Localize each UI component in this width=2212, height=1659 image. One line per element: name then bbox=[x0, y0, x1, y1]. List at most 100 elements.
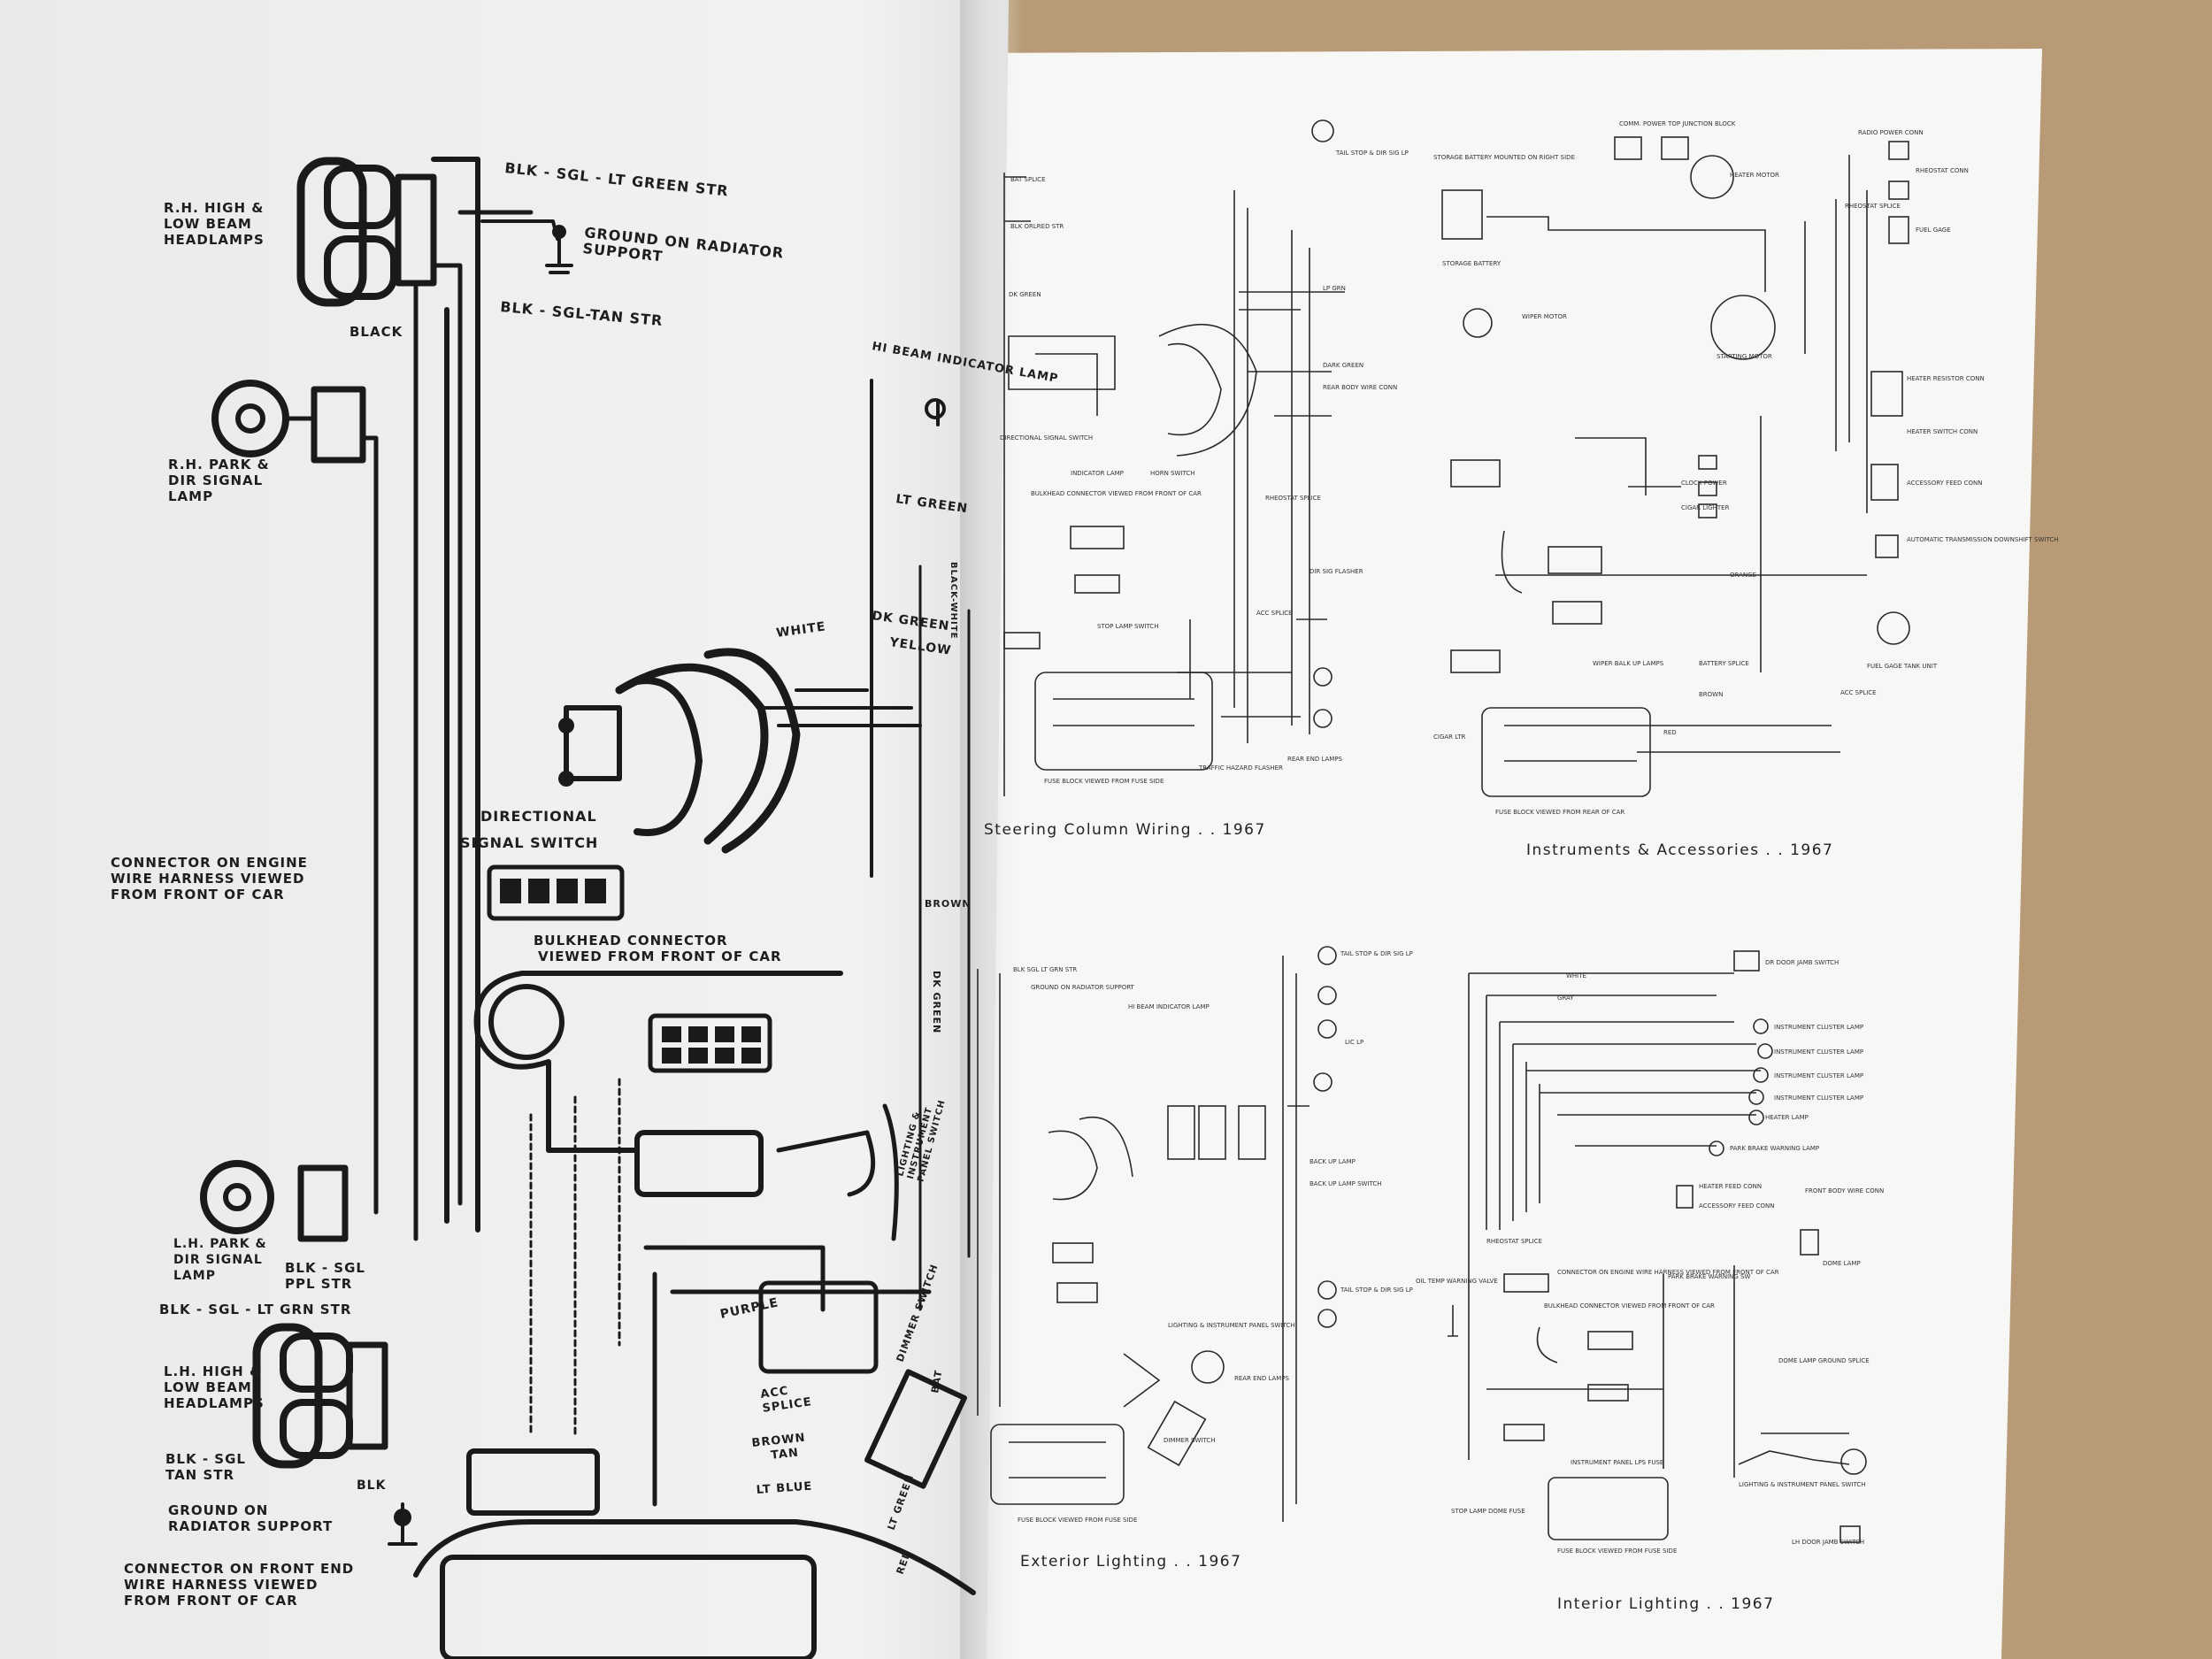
label-rh-headlamps: R.H. HIGH & LOW BEAM HEADLAMPS bbox=[164, 200, 270, 248]
svg-text:LH DOOR JAMB SWITCH: LH DOOR JAMB SWITCH bbox=[1792, 1539, 1864, 1546]
label-connector-front-end: CONNECTOR ON FRONT END WIRE HARNESS VIEW… bbox=[124, 1561, 359, 1609]
label-white: WHITE bbox=[775, 619, 826, 641]
svg-text:GRAY: GRAY bbox=[1557, 995, 1574, 1002]
svg-text:STORAGE BATTERY MOUNTED ON RIG: STORAGE BATTERY MOUNTED ON RIGHT SIDE bbox=[1433, 154, 1575, 161]
svg-text:CIGAR LIGHTER: CIGAR LIGHTER bbox=[1681, 504, 1730, 511]
lighting-switch-symbol bbox=[758, 1280, 879, 1374]
bulkhead-connector bbox=[648, 1013, 772, 1073]
svg-text:COMM. POWER TOP JUNCTION BLOCK: COMM. POWER TOP JUNCTION BLOCK bbox=[1619, 120, 1736, 127]
svg-text:TRAFFIC HAZARD FLASHER: TRAFFIC HAZARD FLASHER bbox=[1198, 764, 1283, 772]
svg-text:LIGHTING & INSTRUMENT PANEL SW: LIGHTING & INSTRUMENT PANEL SWITCH bbox=[1168, 1322, 1295, 1329]
caption-exterior: Exterior Lighting . . 1967 bbox=[1020, 1553, 1241, 1571]
svg-text:CLOCK POWER: CLOCK POWER bbox=[1681, 480, 1727, 487]
svg-text:AUTOMATIC TRANSMISSION DOWNSHI: AUTOMATIC TRANSMISSION DOWNSHIFT SWITCH bbox=[1907, 536, 2058, 543]
svg-text:CIGAR LTR: CIGAR LTR bbox=[1433, 733, 1465, 741]
interior-labels: WHITE GRAY DR DOOR JAMB SWITCH INSTRUMEN… bbox=[1416, 959, 1884, 1555]
svg-text:DR DOOR JAMB SWITCH: DR DOOR JAMB SWITCH bbox=[1765, 959, 1839, 966]
svg-text:OIL TEMP WARNING VALVE: OIL TEMP WARNING VALVE bbox=[1416, 1278, 1498, 1285]
label-lh-park: L.H. PARK & DIR SIGNAL LAMP bbox=[173, 1237, 273, 1283]
svg-text:WIPER MOTOR: WIPER MOTOR bbox=[1522, 313, 1567, 320]
caption-instruments: Instruments & Accessories . . 1967 bbox=[1526, 841, 1833, 859]
label-black-white: BLACK-WHITE bbox=[949, 562, 958, 639]
svg-text:TAIL STOP & DIR SIG LP: TAIL STOP & DIR SIG LP bbox=[1340, 1286, 1413, 1294]
steering-column-diagram: BAT SPLICE BLK ORLRED STR DK GREEN TAIL … bbox=[984, 119, 1409, 839]
svg-text:RHEOSTAT CONN: RHEOSTAT CONN bbox=[1916, 167, 1969, 174]
svg-text:ORANGE: ORANGE bbox=[1730, 572, 1756, 579]
ground-symbol-top bbox=[545, 225, 573, 274]
label-blk-sgl-ppl: BLK - SGL PPL STR bbox=[285, 1260, 371, 1292]
label-bat: BAT bbox=[929, 1369, 944, 1394]
svg-text:BULKHEAD CONNECTOR VIEWED FROM: BULKHEAD CONNECTOR VIEWED FROM FRONT OF … bbox=[1031, 490, 1202, 497]
svg-text:STOP LAMP SWITCH: STOP LAMP SWITCH bbox=[1097, 623, 1158, 630]
instruments-labels: COMM. POWER TOP JUNCTION BLOCK RADIO POW… bbox=[1433, 120, 2058, 816]
svg-text:BLK SGL LT GRN STR: BLK SGL LT GRN STR bbox=[1013, 966, 1077, 973]
exterior-labels: BLK SGL LT GRN STR GROUND ON RADIATOR SU… bbox=[1013, 950, 1413, 1524]
svg-text:REAR BODY WIRE CONN: REAR BODY WIRE CONN bbox=[1323, 384, 1397, 391]
label-signal-switch: SIGNAL SWITCH bbox=[460, 834, 598, 851]
svg-text:DARK GREEN: DARK GREEN bbox=[1323, 362, 1363, 369]
label-blk-sgl-lt-grn: BLK - SGL - LT GRN STR bbox=[159, 1302, 351, 1317]
svg-text:STOP LAMP DOME FUSE: STOP LAMP DOME FUSE bbox=[1451, 1508, 1525, 1515]
svg-text:FRONT BODY WIRE CONN: FRONT BODY WIRE CONN bbox=[1805, 1187, 1884, 1194]
svg-text:BLK ORLRED STR: BLK ORLRED STR bbox=[1010, 223, 1064, 230]
fuse-block-symbol bbox=[440, 1555, 817, 1659]
left-page bbox=[0, 0, 1009, 1659]
svg-text:ACC SPLICE: ACC SPLICE bbox=[1840, 689, 1877, 696]
svg-text:TAIL STOP & DIR SIG LP: TAIL STOP & DIR SIG LP bbox=[1335, 150, 1409, 157]
svg-text:DOME LAMP: DOME LAMP bbox=[1823, 1260, 1861, 1267]
svg-text:LP GRN: LP GRN bbox=[1323, 285, 1346, 292]
interior-lighting-diagram: WHITE GRAY DR DOOR JAMB SWITCH INSTRUMEN… bbox=[1416, 950, 1884, 1613]
svg-text:HEATER RESISTOR CONN: HEATER RESISTOR CONN bbox=[1907, 375, 1985, 382]
svg-text:GROUND ON RADIATOR SUPPORT: GROUND ON RADIATOR SUPPORT bbox=[1031, 984, 1135, 991]
svg-text:BACK UP LAMP SWITCH: BACK UP LAMP SWITCH bbox=[1310, 1180, 1382, 1187]
lh-headlamps-symbol bbox=[252, 1323, 388, 1469]
label-bulkhead: BULKHEAD CONNECTOR VIEWED FROM FRONT OF … bbox=[534, 933, 782, 964]
svg-text:BACK UP LAMP: BACK UP LAMP bbox=[1310, 1158, 1356, 1165]
svg-text:RADIO POWER CONN: RADIO POWER CONN bbox=[1858, 129, 1924, 136]
engine-harness-connector bbox=[487, 864, 625, 921]
gutter-shadow bbox=[960, 0, 1022, 1659]
svg-text:STARTING MOTOR: STARTING MOTOR bbox=[1717, 353, 1772, 360]
label-rh-park: R.H. PARK & DIR SIGNAL LAMP bbox=[168, 457, 275, 504]
svg-text:CONNECTOR ON ENGINE WIRE HARNE: CONNECTOR ON ENGINE WIRE HARNESS VIEWED … bbox=[1557, 1269, 1779, 1276]
svg-text:INSTRUMENT CLUSTER LAMP: INSTRUMENT CLUSTER LAMP bbox=[1774, 1072, 1863, 1079]
svg-text:BROWN: BROWN bbox=[1699, 691, 1723, 698]
svg-text:LIC LP: LIC LP bbox=[1345, 1039, 1363, 1046]
caption-steering: Steering Column Wiring . . 1967 bbox=[984, 821, 1266, 839]
svg-text:BAT SPLICE: BAT SPLICE bbox=[1010, 176, 1046, 183]
right-page bbox=[956, 49, 2042, 1659]
svg-text:DIMMER SWITCH: DIMMER SWITCH bbox=[1164, 1437, 1216, 1444]
rh-park-lamp-symbol bbox=[211, 380, 379, 1215]
svg-text:TAIL STOP & DIR SIG LP: TAIL STOP & DIR SIG LP bbox=[1340, 950, 1413, 957]
lh-park-lamp-symbol bbox=[200, 1160, 349, 1242]
svg-text:PARK BRAKE WARNING LAMP: PARK BRAKE WARNING LAMP bbox=[1730, 1145, 1819, 1152]
svg-text:ACC SPLICE: ACC SPLICE bbox=[1256, 610, 1293, 617]
directional-signal-switch-symbol bbox=[558, 648, 922, 854]
svg-text:HORN SWITCH: HORN SWITCH bbox=[1150, 470, 1195, 477]
label-connector-engine: CONNECTOR ON ENGINE WIRE HARNESS VIEWED … bbox=[111, 855, 313, 902]
svg-text:RHEOSTAT SPLICE: RHEOSTAT SPLICE bbox=[1845, 203, 1901, 210]
svg-text:FUSE BLOCK VIEWED FROM REAR OF: FUSE BLOCK VIEWED FROM REAR OF CAR bbox=[1495, 809, 1624, 816]
svg-text:BATTERY SPLICE: BATTERY SPLICE bbox=[1699, 660, 1749, 667]
svg-text:LIGHTING & INSTRUMENT PANEL SW: LIGHTING & INSTRUMENT PANEL SWITCH bbox=[1739, 1481, 1866, 1488]
svg-text:HEATER FEED CONN: HEATER FEED CONN bbox=[1699, 1183, 1762, 1190]
svg-text:DOME LAMP GROUND SPLICE: DOME LAMP GROUND SPLICE bbox=[1778, 1357, 1870, 1364]
label-dk-green-2: DK GREEN bbox=[931, 971, 942, 1033]
svg-text:REAR END LAMPS: REAR END LAMPS bbox=[1287, 756, 1343, 763]
label-blk: BLK bbox=[357, 1479, 387, 1493]
svg-text:FUEL GAGE TANK UNIT: FUEL GAGE TANK UNIT bbox=[1867, 663, 1938, 670]
svg-text:WIPER BALK UP LAMPS: WIPER BALK UP LAMPS bbox=[1593, 660, 1664, 667]
svg-text:ACCESSORY FEED CONN: ACCESSORY FEED CONN bbox=[1907, 480, 1983, 487]
svg-text:RHEOSTAT SPLICE: RHEOSTAT SPLICE bbox=[1486, 1238, 1542, 1245]
svg-text:DK GREEN: DK GREEN bbox=[1009, 291, 1041, 298]
exterior-lighting-diagram: BLK SGL LT GRN STR GROUND ON RADIATOR SU… bbox=[977, 946, 1413, 1571]
front-end-harness-connector bbox=[466, 1448, 600, 1516]
label-blk-sgl-tan-2: BLK - SGL TAN STR bbox=[165, 1451, 251, 1483]
instruments-diagram: COMM. POWER TOP JUNCTION BLOCK RADIO POW… bbox=[1433, 120, 2058, 859]
label-brown-tan: BROWN TAN bbox=[751, 1431, 813, 1464]
svg-text:RHEOSTAT SPLICE: RHEOSTAT SPLICE bbox=[1265, 495, 1321, 502]
svg-text:BULKHEAD CONNECTOR VIEWED FROM: BULKHEAD CONNECTOR VIEWED FROM FRONT OF … bbox=[1544, 1302, 1715, 1310]
svg-text:HI BEAM INDICATOR LAMP: HI BEAM INDICATOR LAMP bbox=[1128, 1003, 1210, 1010]
svg-text:INSTRUMENT CLUSTER LAMP: INSTRUMENT CLUSTER LAMP bbox=[1774, 1024, 1863, 1031]
